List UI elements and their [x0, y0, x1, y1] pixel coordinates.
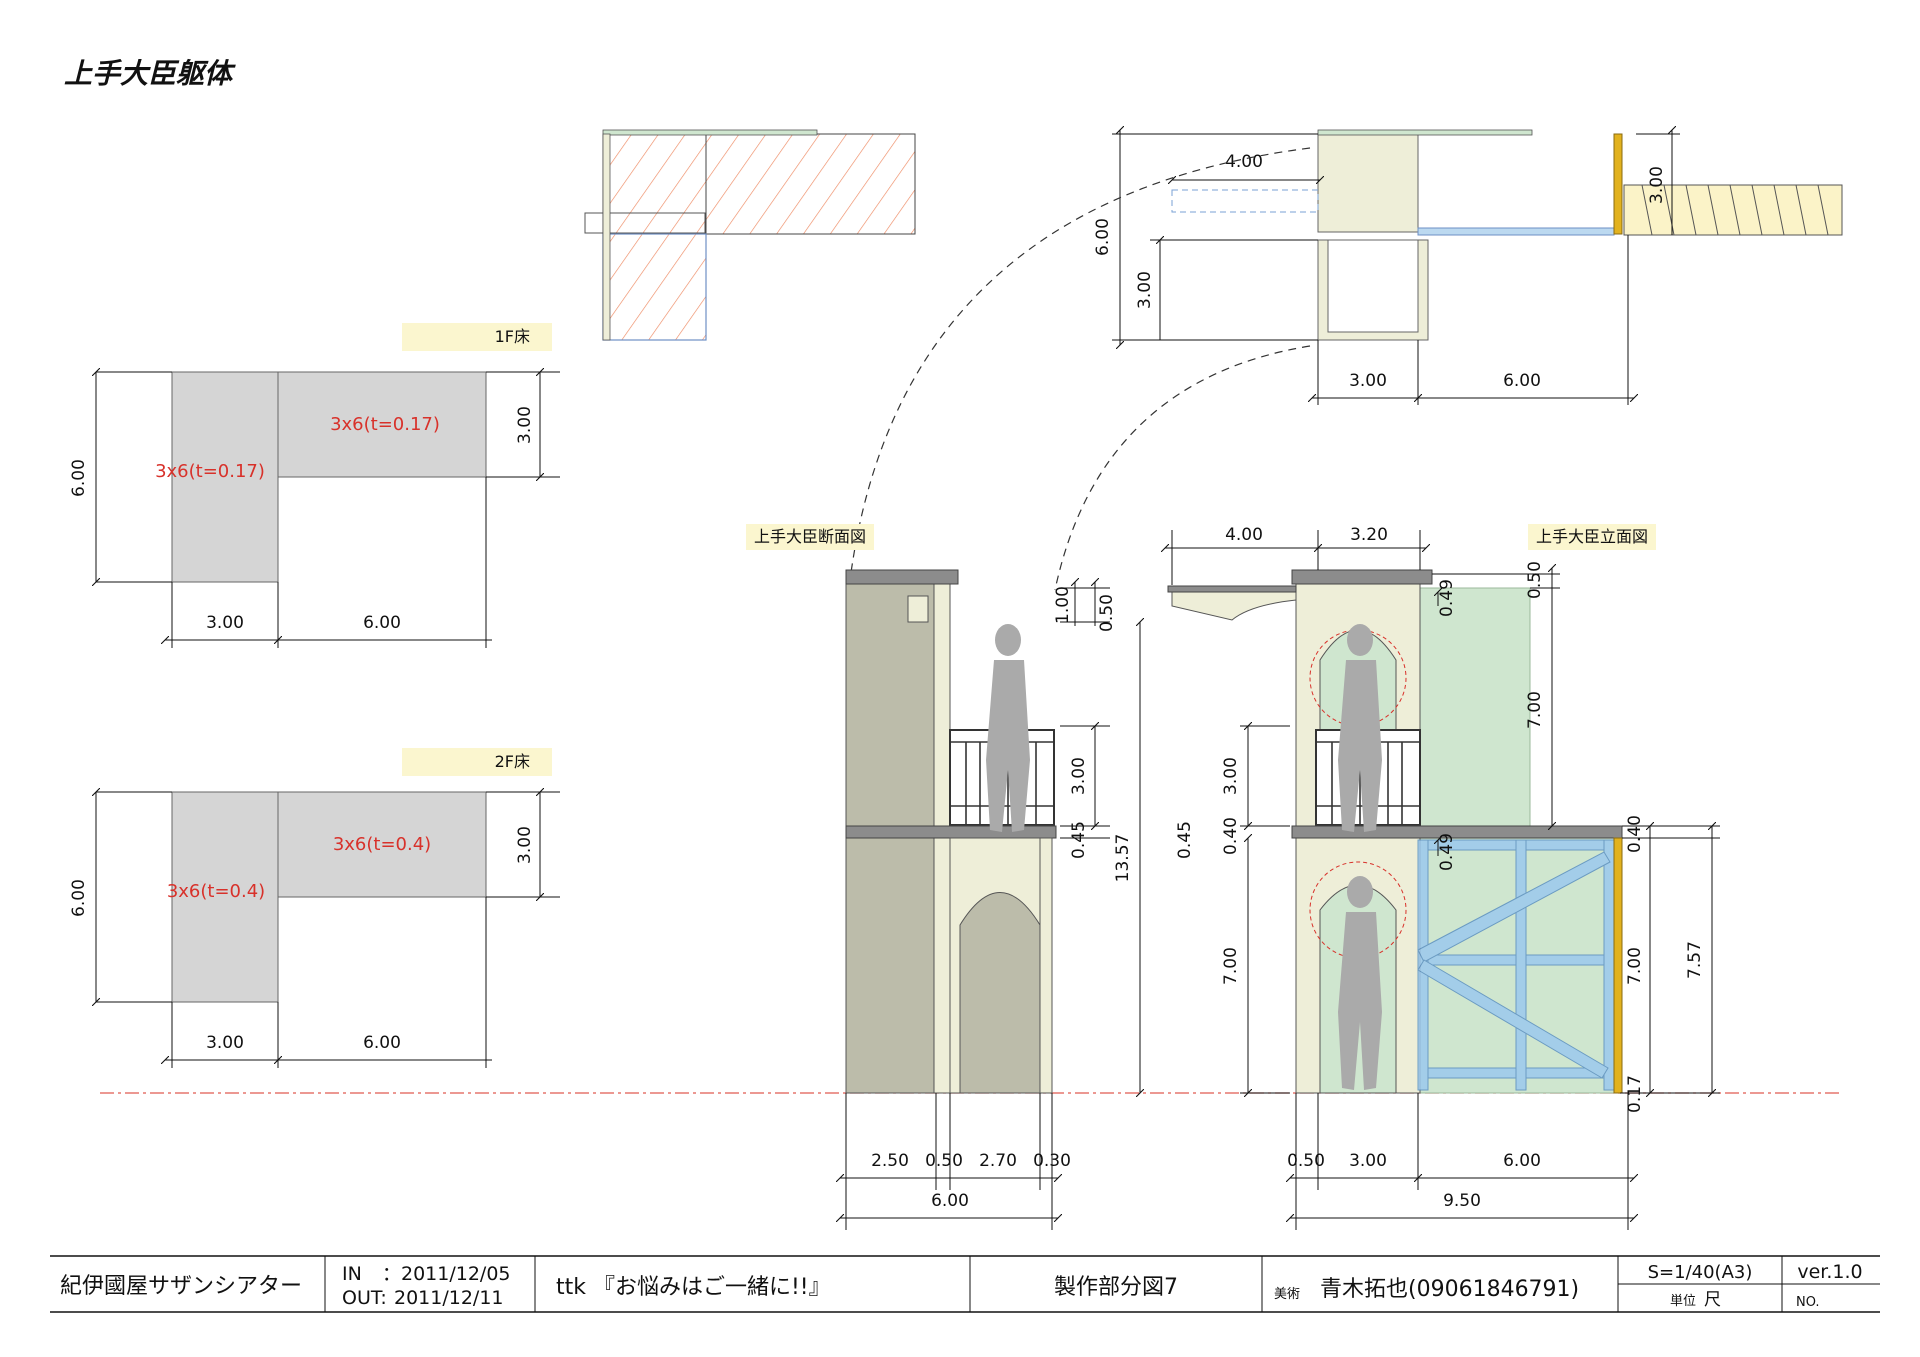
- elevation-dim-r5: 0.17: [1625, 1075, 1645, 1113]
- out-date: 2011/12/11: [394, 1287, 504, 1309]
- stair-treads: [1623, 184, 1843, 236]
- section-dim-top2: 0.50: [1097, 594, 1117, 632]
- projection-arc-2: [1054, 345, 1311, 591]
- elevation-view: 4.00 3.20 3.00 0.45 0.40 7.00 0.49 0.49 …: [1165, 525, 1720, 1230]
- unit-value: 尺: [1704, 1290, 1721, 1310]
- plan-dim-height: 6.00: [1093, 218, 1113, 256]
- floor2-dim-w1: 3.00: [206, 1033, 244, 1053]
- elevation-dim-b2: 3.00: [1349, 1151, 1387, 1171]
- floor2-label: 2F床: [495, 752, 530, 771]
- elevation-dim-r1: 0.50: [1525, 561, 1545, 599]
- floor2-panel-left: 3x6(t=0.4): [167, 881, 265, 902]
- floor1-label: 1F床: [495, 327, 530, 346]
- elevation-dim-r2: 7.00: [1525, 691, 1545, 729]
- elevation-dim-r4: 7.00: [1625, 947, 1645, 985]
- top-plan-view: 6.00 3.00 4.00 3.00 3.00 6.00: [1093, 130, 1843, 405]
- designer-name: 青木拓也(09061846791): [1320, 1277, 1579, 1302]
- title-block: 紀伊國屋サザンシアター IN ：2011/12/05 OUT: 2011/12/…: [50, 1255, 1880, 1313]
- floor2-panel-right: 3x6(t=0.4): [333, 834, 431, 855]
- floor1-dim-height: 6.00: [69, 459, 89, 497]
- elevation-dim-l4: 7.00: [1221, 947, 1241, 985]
- in-label: IN: [342, 1263, 362, 1285]
- projection-arc-1: [849, 147, 1311, 581]
- elevation-dim-m1: 0.49: [1437, 579, 1457, 617]
- number-label: NO.: [1796, 1295, 1820, 1310]
- steel-frame: [1417, 839, 1615, 1091]
- section-dim-slab: 0.45: [1069, 821, 1089, 859]
- elevation-dim-b3: 6.00: [1503, 1151, 1541, 1171]
- floor1-panel-left: 3x6(t=0.17): [155, 461, 265, 482]
- elevation-dim-m2: 0.49: [1437, 833, 1457, 871]
- floor1-dim-w1: 3.00: [206, 613, 244, 633]
- elevation-dim-l2: 0.45: [1175, 821, 1195, 859]
- plan-dim-stair: 3.00: [1647, 166, 1667, 204]
- elevation-dim-btot: 9.50: [1443, 1191, 1481, 1211]
- version: ver.1.0: [1797, 1261, 1862, 1283]
- section-dim-b4: 0.30: [1033, 1151, 1071, 1171]
- elevation-dim-rtot: 7.57: [1685, 941, 1705, 979]
- plan-dim-height2: 3.00: [1135, 271, 1155, 309]
- plan-dim-w2: 6.00: [1503, 371, 1541, 391]
- person-silhouette-icon: [986, 624, 1030, 832]
- plan-dim-w1: 3.00: [1349, 371, 1387, 391]
- elevation-dim-l1: 3.00: [1221, 757, 1241, 795]
- scale: S=1/40(A3): [1648, 1262, 1753, 1283]
- elevation-dim-b1: 0.50: [1287, 1151, 1325, 1171]
- section-dim-top1: 1.00: [1053, 586, 1073, 624]
- section-dim-b3: 2.70: [979, 1151, 1017, 1171]
- elevation-dim-l3: 0.40: [1221, 817, 1241, 855]
- section-dim-btot: 6.00: [931, 1191, 969, 1211]
- section-dim-rail: 3.00: [1069, 757, 1089, 795]
- floor2-dim-side: 3.00: [515, 826, 535, 864]
- out-label: OUT:: [342, 1287, 387, 1309]
- in-date: ：2011/12/05: [382, 1263, 511, 1285]
- plan-dim-top: 4.00: [1225, 152, 1263, 172]
- floor2-plan: 2F床 3x6(t=0.4) 3x6(t=0.4) 6.00 3.00 3.00…: [69, 748, 560, 1068]
- person-silhouette-upper-icon: [1338, 624, 1382, 832]
- drawing-title: 製作部分図7: [1054, 1275, 1178, 1300]
- floor1-dim-w2: 6.00: [363, 613, 401, 633]
- elevation-dim-t2: 3.20: [1350, 525, 1388, 545]
- section-dim-total: 13.57: [1113, 834, 1133, 883]
- top-section-view: [584, 129, 916, 341]
- floor1-plan: 1F床 3x6(t=0.17) 3x6(t=0.17) 6.00 3.00 3.…: [69, 323, 560, 648]
- production-title: ttk 『お悩みはご一緒に!!』: [556, 1275, 831, 1300]
- floor2-dim-height: 6.00: [69, 879, 89, 917]
- person-silhouette-lower-icon: [1338, 876, 1382, 1090]
- section-view: 1.00 0.50 3.00 0.45 13.57 2.50 0.50 2.70…: [840, 569, 1140, 1230]
- elevation-dim-t1: 4.00: [1225, 525, 1263, 545]
- section-dim-b1: 2.50: [871, 1151, 909, 1171]
- unit-label: 単位: [1670, 1293, 1696, 1309]
- elevation-dim-r3: 0.40: [1625, 815, 1645, 853]
- art-label: 美術: [1274, 1287, 1300, 1302]
- section-view-label: 上手大臣断面図: [754, 527, 866, 546]
- theater-name: 紀伊國屋サザンシアター: [60, 1274, 302, 1299]
- floor1-dim-side: 3.00: [515, 406, 535, 444]
- floor1-panel-right: 3x6(t=0.17): [330, 414, 440, 435]
- section-dim-b2: 0.50: [925, 1151, 963, 1171]
- page-title: 上手大臣躯体: [64, 57, 233, 90]
- elevation-view-label: 上手大臣立面図: [1536, 527, 1648, 546]
- floor2-dim-w2: 6.00: [363, 1033, 401, 1053]
